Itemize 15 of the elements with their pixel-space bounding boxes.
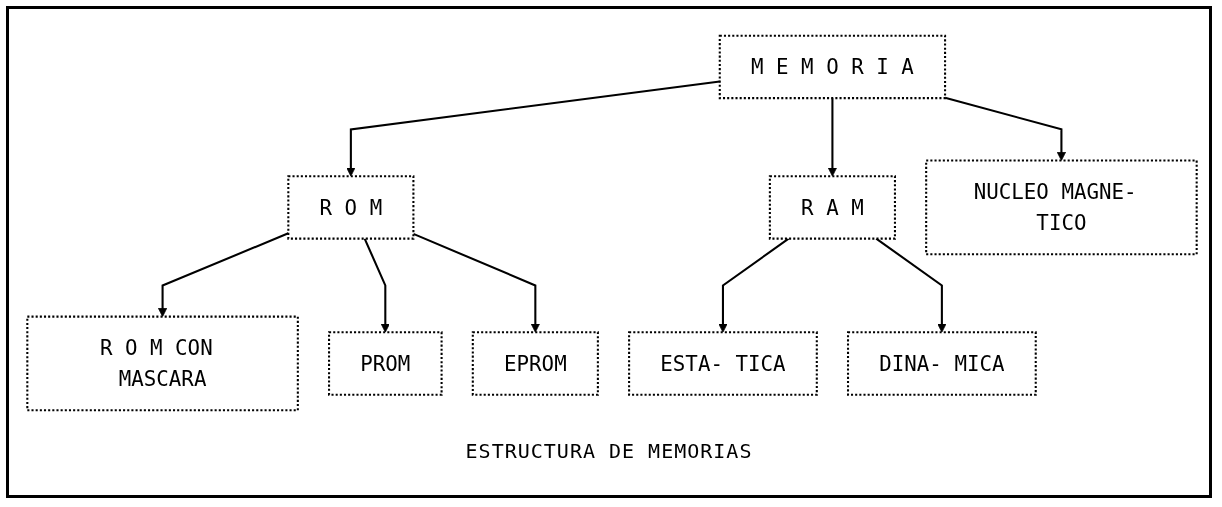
arrow <box>413 232 540 333</box>
node-box: M E M O R I A <box>718 34 947 100</box>
node-box: ESTA- TICA <box>628 331 818 396</box>
node-box: NUCLEO MAGNE- TICO <box>925 159 1198 256</box>
node-box: DINA- MICA <box>847 331 1037 396</box>
arrow <box>944 96 1066 161</box>
diagram-caption: ESTRUCTURA DE MEMORIAS <box>465 439 753 463</box>
node-box: EPROM <box>471 331 599 396</box>
arrow <box>827 98 837 177</box>
arrow <box>363 238 390 333</box>
node-box: R A M <box>768 175 896 240</box>
arrow <box>346 80 720 177</box>
node-box: PROM <box>328 331 443 396</box>
node-box: R O M CON MASCARA <box>26 315 299 412</box>
node-box: R O M <box>287 175 415 240</box>
